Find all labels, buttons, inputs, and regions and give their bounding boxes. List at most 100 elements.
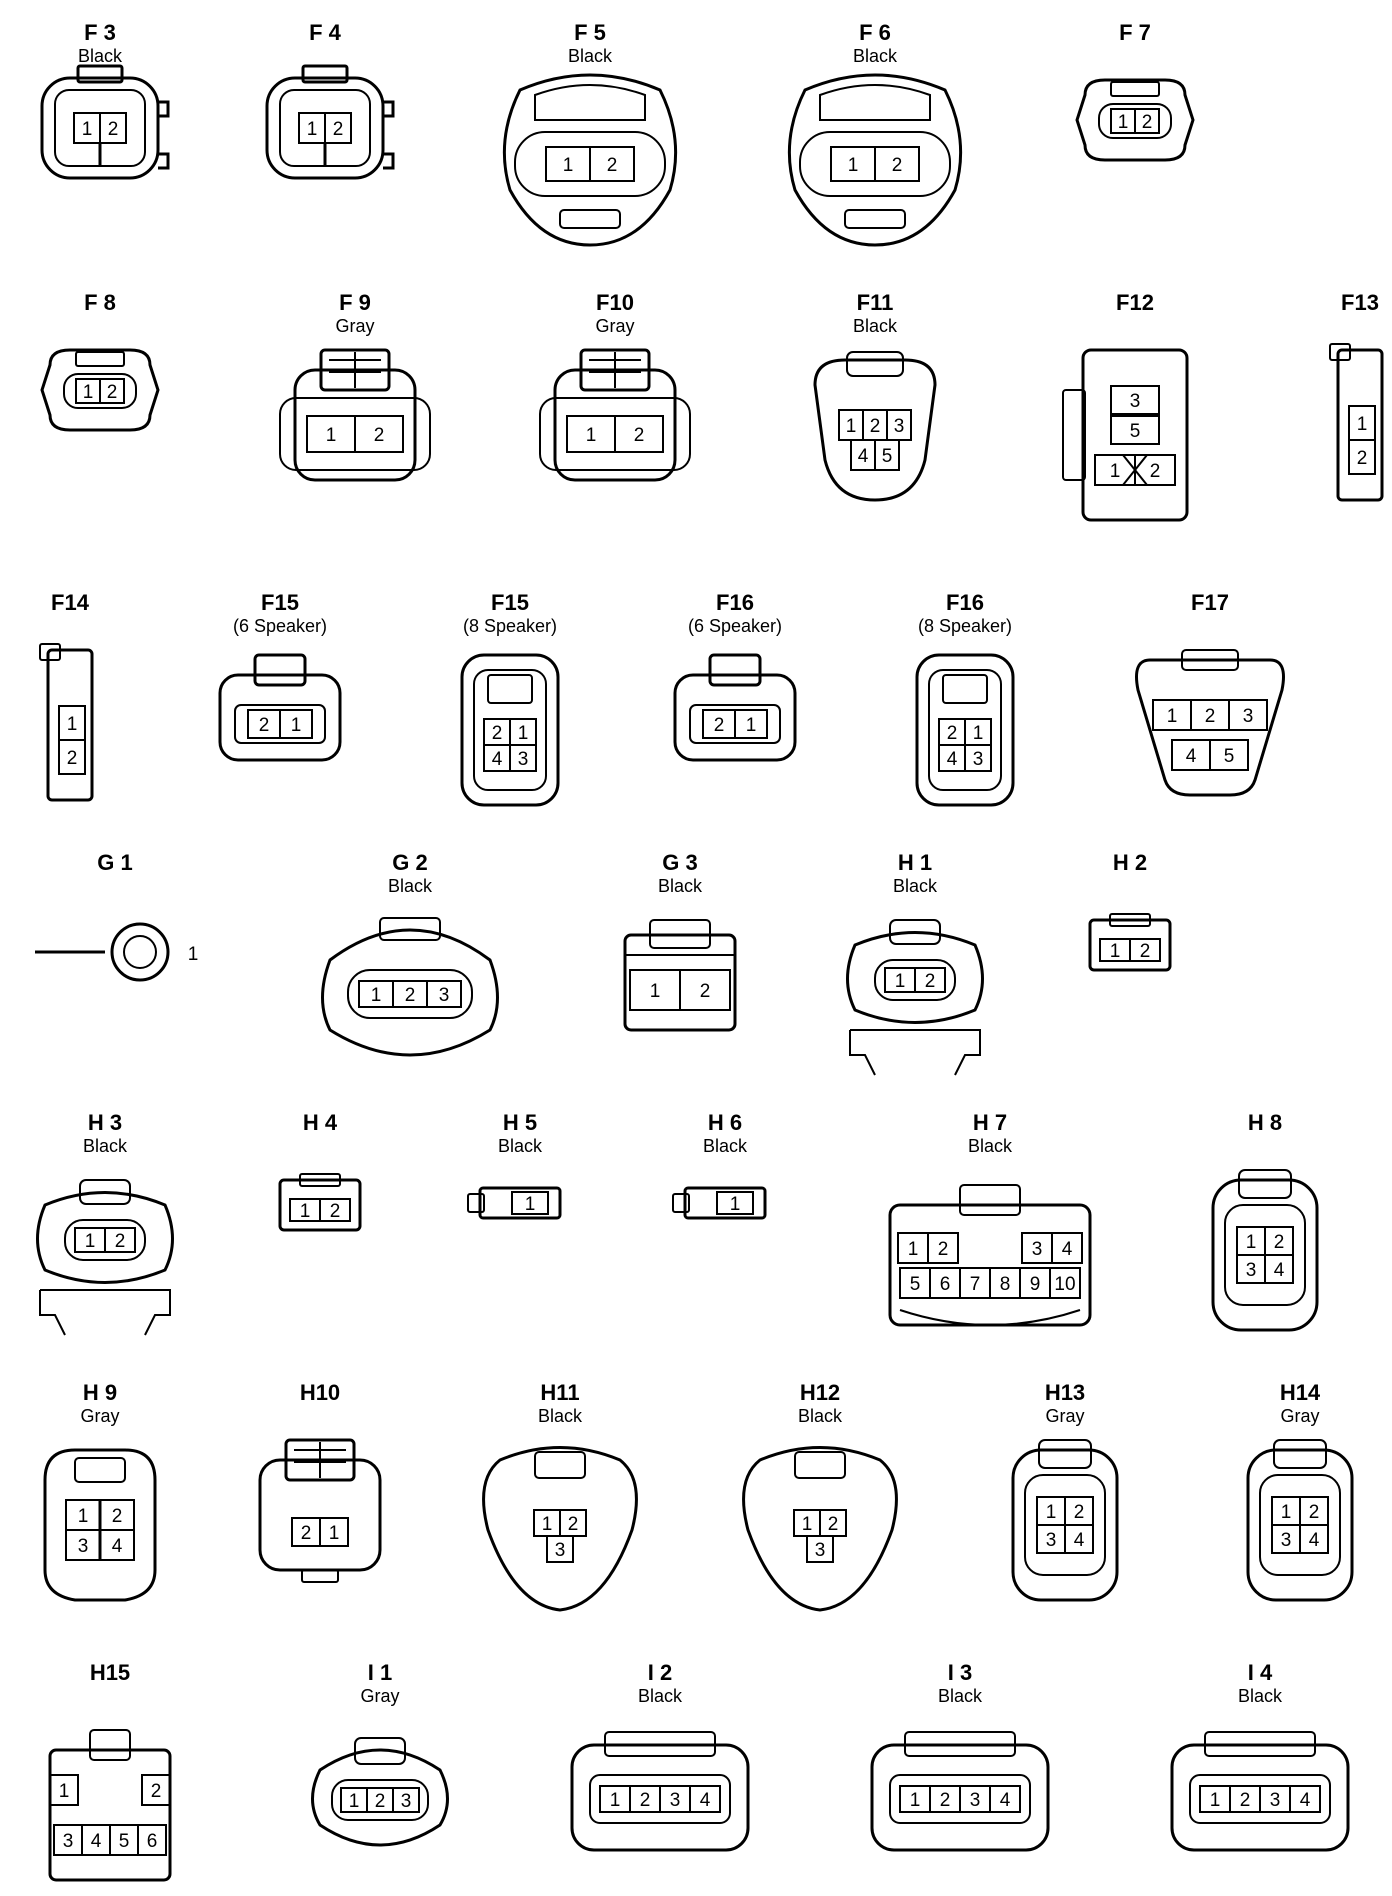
pin-number: 2 — [259, 715, 270, 736]
pin-number: 3 — [63, 1831, 74, 1852]
connector-color-label: Black — [893, 876, 938, 896]
connector-id: H14 — [1280, 1380, 1321, 1405]
connector-id: F 8 — [84, 290, 116, 315]
pin-number: 1 — [802, 1514, 813, 1535]
connector-id: H 5 — [503, 1110, 537, 1135]
connector-color-label: Gray — [335, 316, 374, 336]
pin-number: 5 — [882, 446, 893, 467]
pin-number: 4 — [1074, 1530, 1085, 1551]
connector-id: I 3 — [948, 1660, 972, 1685]
connector-id: H12 — [800, 1380, 840, 1405]
pin-number: 1 — [371, 985, 382, 1006]
pin-number: 8 — [1000, 1274, 1011, 1295]
connector-color-label: (8 Speaker) — [918, 616, 1012, 636]
pin-number: 2 — [492, 723, 503, 744]
pin-number: 2 — [115, 1231, 126, 1252]
pin-number: 1 — [85, 1231, 96, 1252]
pin-number: 1 — [300, 1201, 311, 1222]
connector-id: F16 — [716, 590, 754, 615]
pin-number: 5 — [1130, 421, 1141, 442]
pin-number: 1 — [1046, 1502, 1057, 1523]
connector-id: F 6 — [859, 20, 891, 45]
connector-id: F 5 — [574, 20, 606, 45]
pin-number: 1 — [525, 1194, 536, 1215]
pin-number: 4 — [1274, 1260, 1285, 1281]
pin-number: 2 — [607, 155, 618, 176]
connector-id: H15 — [90, 1660, 130, 1685]
pin-number: 1 — [1110, 941, 1121, 962]
pin-number: 1 — [542, 1514, 553, 1535]
connector-id: F13 — [1341, 290, 1379, 315]
pin-number: 1 — [78, 1506, 89, 1527]
connector-color-label: Black — [568, 46, 613, 66]
connector-id: H 1 — [898, 850, 932, 875]
pin-number: 2 — [714, 715, 725, 736]
pin-number: 1 — [895, 971, 906, 992]
connector-id: G 1 — [97, 850, 132, 875]
connector-id: F17 — [1191, 590, 1229, 615]
pin-number: 4 — [858, 446, 869, 467]
connector-id: H 4 — [303, 1110, 338, 1135]
pin-number: 3 — [1046, 1530, 1057, 1551]
pin-number: 3 — [555, 1540, 566, 1561]
connector-color-label: Gray — [595, 316, 634, 336]
pin-number: 2 — [333, 119, 344, 140]
pin-number: 1 — [329, 1523, 340, 1544]
pin-number: 2 — [1274, 1232, 1285, 1253]
pin-number: 2 — [1142, 112, 1153, 133]
connector-id: H13 — [1045, 1380, 1085, 1405]
connector-id: H11 — [540, 1380, 579, 1405]
pin-number: 4 — [91, 1831, 102, 1852]
pin-number: 6 — [147, 1831, 158, 1852]
connector-color-label: Gray — [360, 1686, 399, 1706]
pin-number: 1 — [1118, 112, 1129, 133]
pin-number: 4 — [492, 749, 503, 770]
pin-number: 1 — [973, 723, 984, 744]
pin-number: 6 — [940, 1274, 951, 1295]
pin-number: 1 — [910, 1790, 921, 1811]
connector-id: F 9 — [339, 290, 371, 315]
pin-number: 2 — [1150, 461, 1161, 482]
pin-number: 2 — [67, 748, 78, 769]
connector-color-label: Black — [853, 46, 898, 66]
pin-number: 2 — [1357, 448, 1368, 469]
connector-id: H 8 — [1248, 1110, 1282, 1135]
pin-number: 1 — [1246, 1232, 1257, 1253]
pin-number: 7 — [970, 1274, 981, 1295]
pin-number: 1 — [1110, 461, 1121, 482]
pin-number: 2 — [634, 425, 645, 446]
connector-color-label: (6 Speaker) — [233, 616, 327, 636]
pin-number: 2 — [568, 1514, 579, 1535]
pin-number: 3 — [670, 1790, 681, 1811]
pin-number: 2 — [1140, 941, 1151, 962]
pin-number: 5 — [1224, 746, 1235, 767]
connector-color-label: Black — [1238, 1686, 1283, 1706]
connector-id: I 2 — [648, 1660, 672, 1685]
pin-number: 2 — [947, 723, 958, 744]
pin-number: 4 — [1309, 1530, 1320, 1551]
connector-id: F12 — [1116, 290, 1154, 315]
connector-id: F11 — [857, 290, 894, 315]
pin-number: 1 — [67, 714, 78, 735]
pin-number: 3 — [1281, 1530, 1292, 1551]
connector-id: F14 — [51, 590, 90, 615]
